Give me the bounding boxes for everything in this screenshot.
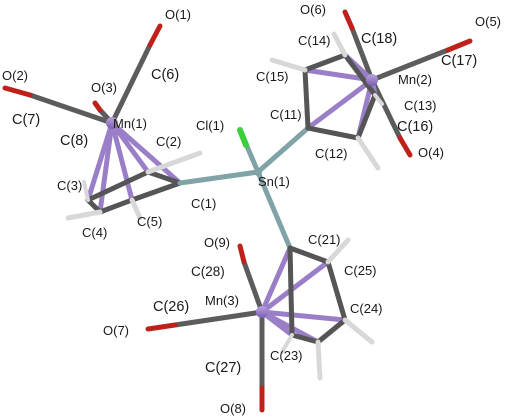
- ring-cp2: [302, 52, 378, 141]
- label-c7: C(7): [12, 112, 40, 128]
- label-o8: O(8): [220, 401, 246, 416]
- label-o5: O(5): [475, 14, 501, 29]
- label-o3: O(3): [91, 80, 117, 95]
- label-c23: C(23): [270, 348, 303, 363]
- label-c5: C(5): [137, 214, 162, 229]
- label-c17: C(17): [441, 53, 477, 69]
- mn2-fragment: [269, 9, 473, 171]
- bond-mn3-c25: [259, 259, 331, 315]
- bond-c7-o2: [2, 85, 33, 98]
- bond-mn1-c6: [109, 42, 153, 126]
- bond-c12-h: [355, 135, 381, 171]
- label-c26: C(26): [153, 299, 189, 315]
- bond-mn3-c22: [259, 309, 295, 338]
- bond-c8-o3: [92, 100, 103, 113]
- label-c2: C(2): [156, 134, 181, 149]
- label-c16: C(16): [397, 119, 433, 135]
- bond-mn1-c5: [109, 120, 135, 203]
- bond-c14-h: [331, 31, 348, 58]
- bond-sn1-c1: [177, 169, 261, 186]
- bond-c13-h: [373, 93, 384, 106]
- label-o6: O(6): [300, 2, 326, 17]
- label-c3: C(3): [57, 178, 82, 193]
- bond-c15-h: [269, 57, 308, 73]
- label-c4: C(4): [82, 225, 107, 240]
- atom-mn2: [366, 74, 378, 86]
- bond-c6-o1: [147, 23, 163, 48]
- sn-center: [177, 125, 311, 251]
- label-sn1: Sn(1): [258, 174, 290, 189]
- bond-mn3-c26: [172, 309, 265, 328]
- bond-mn1-c7: [27, 92, 115, 126]
- bond-mn3-c24: [259, 309, 348, 323]
- label-c27: C(27): [205, 360, 241, 376]
- bond-c28-o9: [237, 243, 247, 265]
- label-c24: C(24): [350, 301, 383, 316]
- label-c6: C(6): [151, 67, 179, 83]
- bond-mn2-c11: [305, 77, 375, 131]
- atom-mn1: [106, 117, 118, 129]
- bond-sn1-c21: [255, 169, 293, 251]
- label-c15: C(15): [256, 69, 289, 84]
- bond-c22-h: [280, 333, 294, 354]
- mn1-fragment: [2, 23, 203, 221]
- label-c21: C(21): [308, 232, 341, 247]
- bond-c23-h: [315, 339, 323, 381]
- bond-mn2-c18: [349, 25, 375, 83]
- bond-c17-o5: [445, 38, 473, 53]
- bond-mn1-c4: [97, 120, 115, 215]
- label-o7: O(7): [103, 323, 129, 338]
- bond-mn3-c21: [259, 245, 293, 315]
- label-c25: C(25): [344, 263, 377, 278]
- bond-c26-o7: [145, 322, 178, 332]
- atom-labels: O(1) O(2) O(3) C(6) C(7) C(8) Mn(1) C(2)…: [2, 2, 501, 416]
- bond-c24-h: [342, 317, 375, 345]
- label-c12: C(12): [315, 146, 348, 161]
- bond-sn1-c11: [255, 125, 311, 175]
- bond-c25-h: [325, 237, 351, 265]
- ring-cp3: [287, 245, 348, 345]
- bond-mn2-c17: [369, 47, 451, 83]
- bond-c4-h: [65, 209, 103, 221]
- label-cl1: Cl(1): [196, 118, 224, 133]
- label-o1: O(1): [165, 7, 191, 22]
- mn3-fragment: [145, 237, 375, 413]
- bond-mn1-c1: [109, 120, 183, 186]
- atom-sn1: [254, 168, 262, 176]
- label-o9: O(9): [204, 235, 230, 250]
- label-c14: C(14): [298, 33, 331, 48]
- bond-mn1-c2: [109, 120, 151, 175]
- bond-c16-o4: [397, 135, 413, 158]
- bond-mn2-c16: [369, 77, 403, 141]
- label-c8: C(8): [60, 133, 88, 149]
- label-c28: C(28): [191, 264, 225, 279]
- atom-mn3: [256, 306, 268, 318]
- label-o2: O(2): [2, 68, 28, 83]
- bond-c2-h: [145, 150, 203, 175]
- label-c18: C(18): [361, 31, 397, 47]
- label-mn1: Mn(1): [113, 116, 147, 131]
- label-mn2: Mn(2): [398, 72, 432, 87]
- label-c11: C(11): [270, 107, 302, 122]
- label-c13: C(13): [404, 98, 437, 113]
- label-mn3: Mn(3): [205, 293, 239, 308]
- bond-c3-h: [82, 180, 90, 202]
- bond-c18-o6: [342, 9, 355, 31]
- label-o4: O(4): [418, 145, 444, 160]
- label-c1: C(1): [191, 196, 216, 211]
- bond-cl1-tip: [237, 127, 249, 148]
- bond-mn3-c28: [241, 259, 265, 315]
- bond-c5-h: [129, 197, 143, 221]
